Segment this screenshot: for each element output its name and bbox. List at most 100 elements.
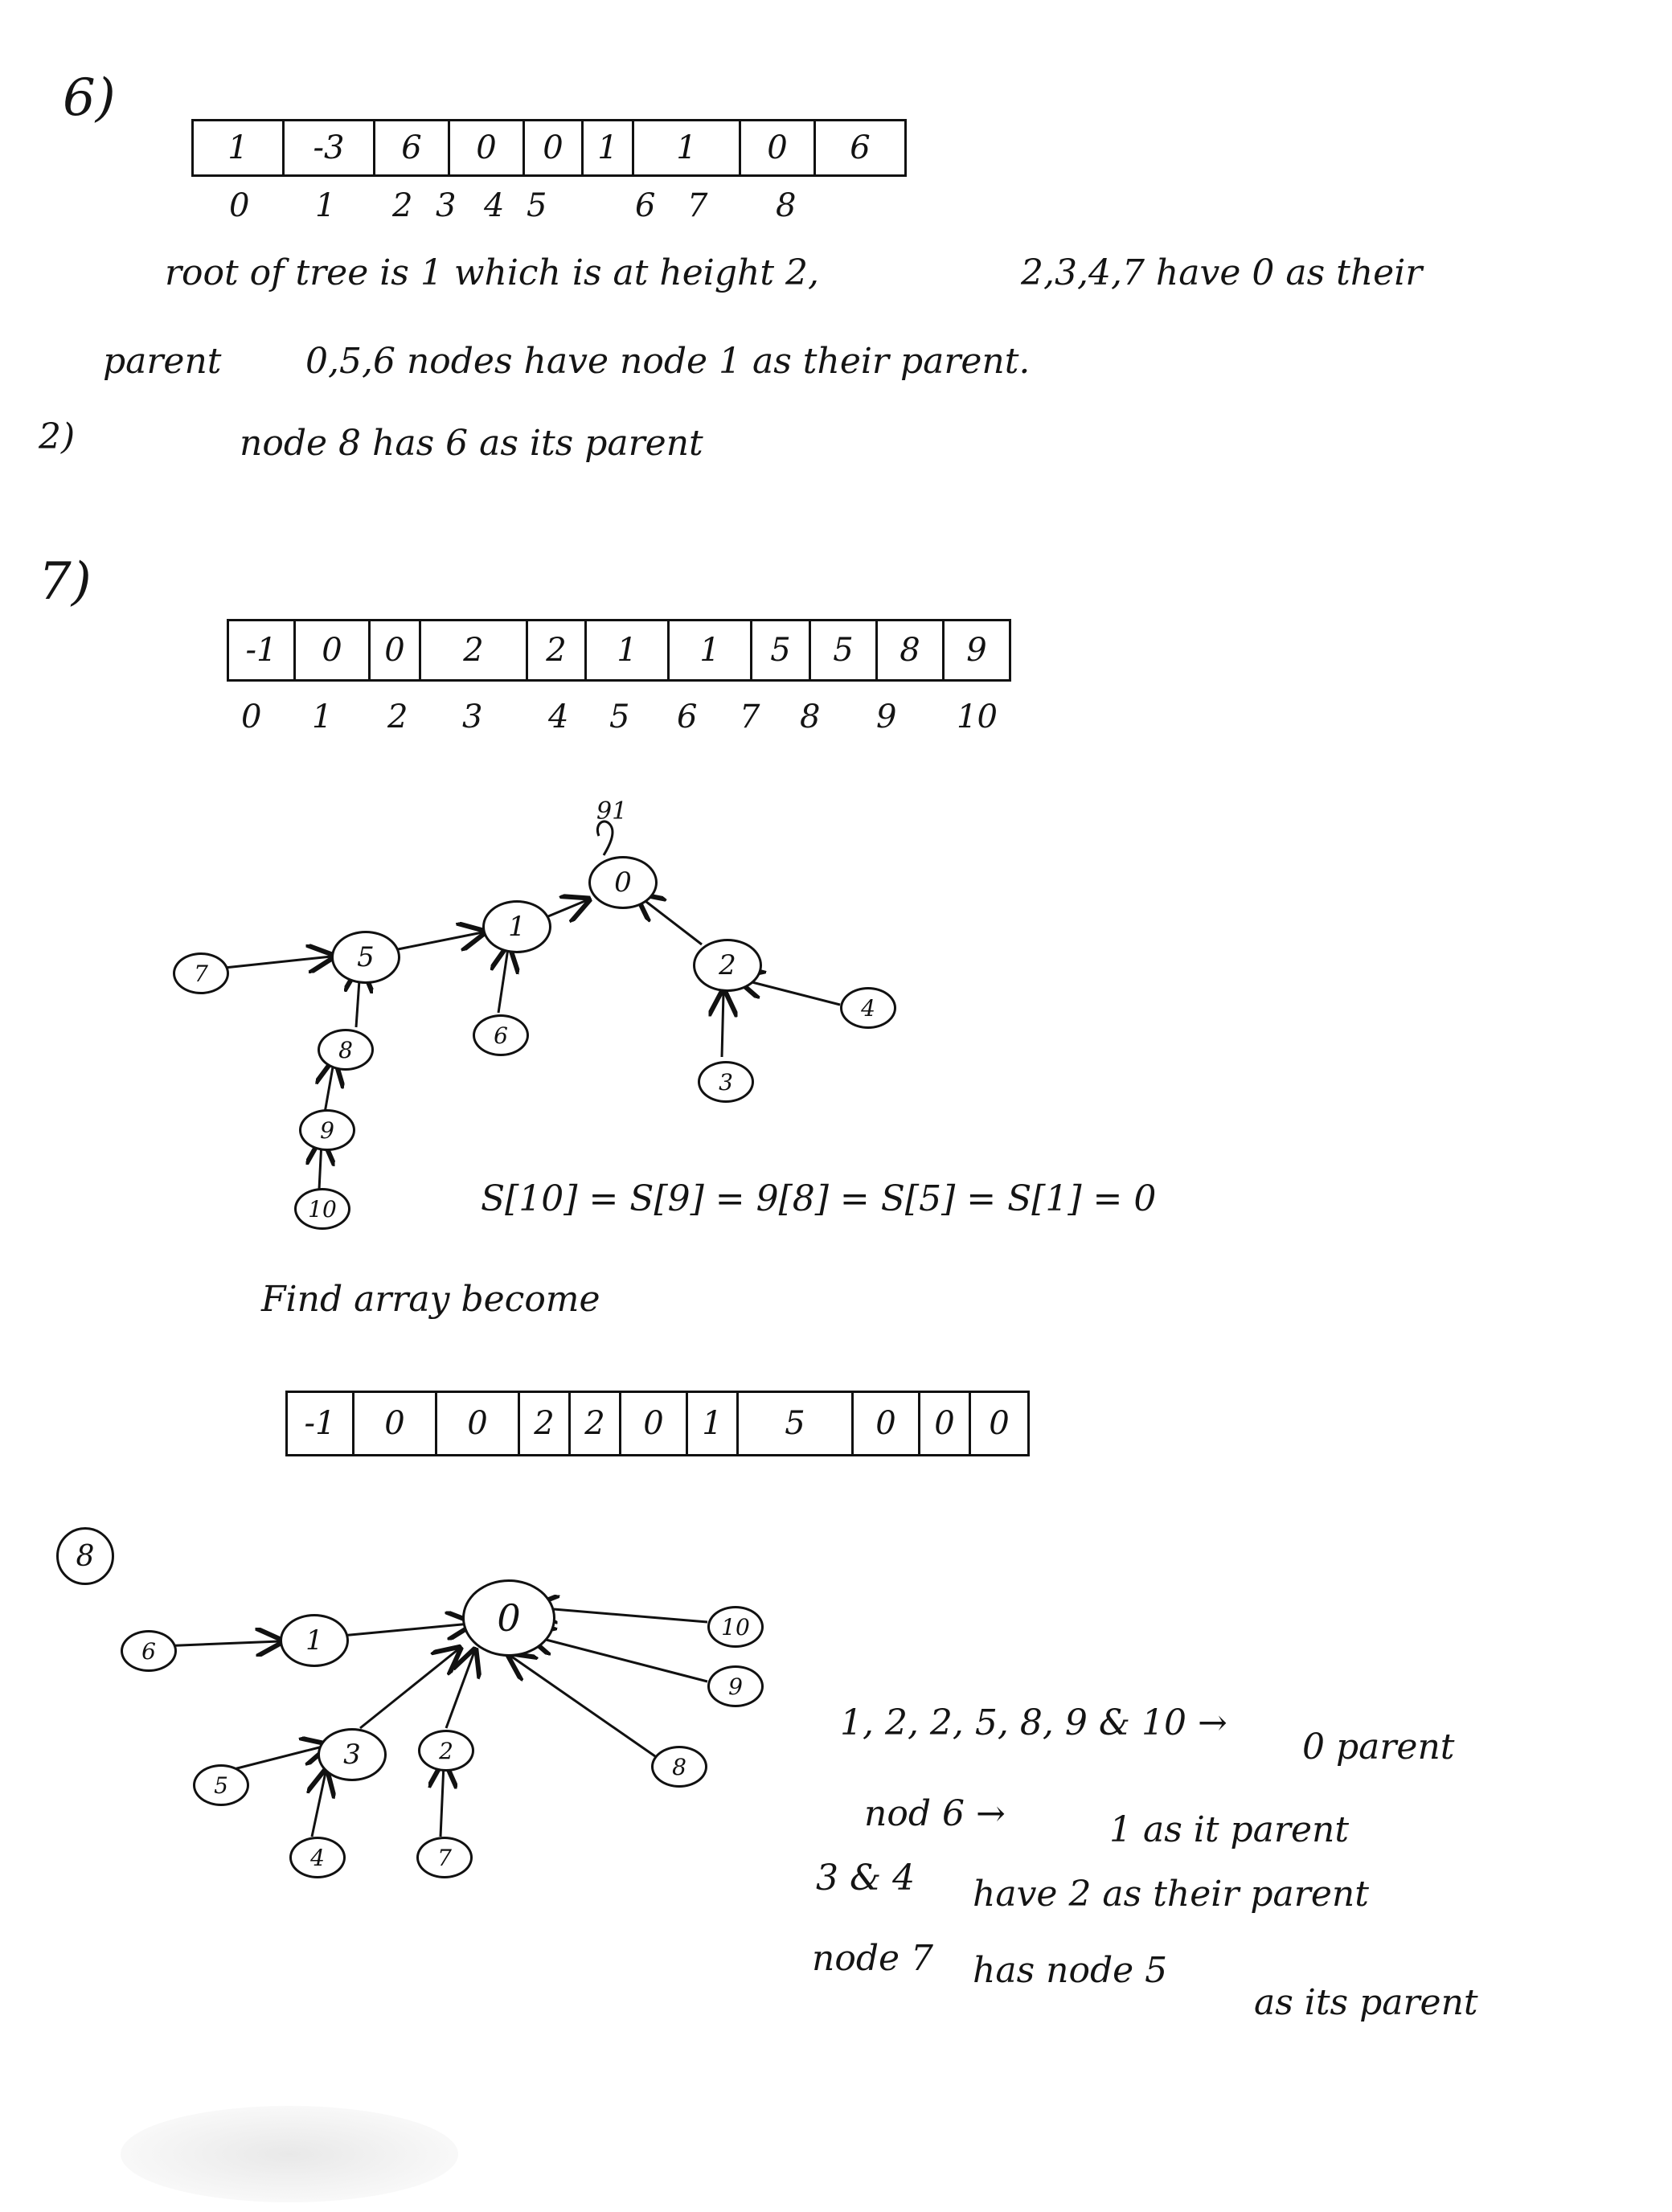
- array-cell: 0: [450, 121, 525, 174]
- array-index: 3: [436, 187, 457, 224]
- array-cell: 8: [878, 621, 945, 679]
- tree-7-node-2: 2: [693, 939, 762, 992]
- array-cell: 0: [354, 1393, 437, 1454]
- tree-8-node-8: 8: [651, 1746, 707, 1788]
- tree-8-node-4: 4: [289, 1837, 346, 1878]
- array-index: 8: [776, 187, 797, 224]
- root-mark: [596, 820, 614, 856]
- final-array: -1 0 0 2 2 0 1 5 0 0 0: [285, 1391, 1030, 1456]
- edge-3-to-2: [722, 993, 723, 1058]
- array-index: 0: [229, 187, 250, 224]
- array-index: 1: [312, 698, 333, 735]
- edge-7-to-5: [216, 956, 331, 969]
- section-6-line-1b: 2,3,4,7 have 0 as their: [1021, 252, 1423, 293]
- tree-7-node-5: 5: [331, 931, 400, 984]
- find-path-equation: S[10] = S[9] = 9[8] = S[5] = S[1] = 0: [481, 1178, 1157, 1219]
- tree-7-node-3: 3: [698, 1061, 754, 1103]
- array-cell: 5: [811, 621, 878, 679]
- edge-6-to-1: [160, 1641, 280, 1646]
- array-cell: 5: [739, 1393, 854, 1454]
- edge-4-to-2: [740, 979, 841, 1006]
- array-index: 1: [315, 187, 336, 224]
- section-6-line-2a: parent: [103, 341, 222, 382]
- section-6-line-3: node 8 has 6 as its parent: [240, 423, 703, 464]
- array-index: 2: [387, 698, 408, 735]
- section-6-array: 1 -3 6 0 0 1 1 0 6: [191, 119, 907, 177]
- tree-8-node-0: 0: [462, 1579, 555, 1657]
- array-cell: 1: [584, 121, 634, 174]
- array-cell: -3: [285, 121, 375, 174]
- tree-7-node-1: 1: [482, 900, 551, 953]
- array-cell: 1: [194, 121, 285, 174]
- section-8-note-4a: node 7: [812, 1938, 934, 1979]
- array-cell: 2: [571, 1393, 621, 1454]
- array-cell: 0: [989, 1405, 1010, 1442]
- tree-7-node-4: 4: [840, 987, 896, 1029]
- section-8-note-1b: 0 parent: [1302, 1727, 1455, 1768]
- edge-1-to-0: [341, 1624, 470, 1636]
- tree-7-node-6: 6: [473, 1014, 529, 1056]
- array-index: 9: [876, 698, 897, 735]
- array-index: 4: [484, 187, 505, 224]
- array-cell: 0: [437, 1393, 520, 1454]
- edge-2-to-0: [445, 1652, 474, 1729]
- section-7-number: 7): [39, 552, 92, 612]
- array-index: 5: [609, 698, 630, 735]
- edge-7-to-2: [441, 1764, 444, 1837]
- array-index: 5: [527, 187, 547, 224]
- array-index: 6: [635, 187, 656, 224]
- array-cell: -1: [288, 1393, 354, 1454]
- array-cell: 5: [752, 621, 811, 679]
- array-index: 6: [677, 698, 698, 735]
- tree-7-node-8: 8: [318, 1029, 374, 1071]
- tree-8-node-6: 6: [121, 1630, 177, 1672]
- array-index: 7: [687, 187, 708, 224]
- tree-8-node-5: 5: [193, 1764, 249, 1806]
- tree-7-node-0: 0: [588, 856, 658, 909]
- section-8-note-4b: has node 5: [973, 1950, 1168, 1991]
- array-cell: 1: [587, 621, 670, 679]
- array-cell: 0: [621, 1393, 688, 1454]
- tree-8-node-7: 7: [416, 1837, 473, 1878]
- edge-10-to-0: [535, 1608, 708, 1622]
- edge-3-to-0: [359, 1649, 458, 1730]
- section-8-note-1a: 1, 2, 2, 5, 8, 9 & 10 →: [840, 1702, 1227, 1743]
- tree-7-node-10: 10: [294, 1188, 350, 1230]
- array-index: 8: [800, 698, 821, 735]
- section-7-array: -1 0 0 2 2 1 1 5 5 8 9: [227, 619, 1011, 682]
- edge-6-to-1: [498, 948, 508, 1014]
- array-cell: 0: [741, 121, 816, 174]
- section-8-note-2b: 1 as it parent: [1109, 1809, 1350, 1850]
- edge-5-to-1: [389, 932, 482, 952]
- section-8-note-3a: 3 & 4: [816, 1858, 916, 1899]
- section-8-note-4c: as its parent: [1254, 1982, 1478, 2023]
- section-8-note-3b: have 2 as their parent: [973, 1874, 1369, 1915]
- array-cell: 0: [854, 1393, 920, 1454]
- section-6-line-1a: root of tree is 1 which is at height 2,: [165, 252, 820, 293]
- array-cell: 1: [688, 1393, 739, 1454]
- edge-8-to-0: [510, 1656, 656, 1758]
- edge-9-to-8: [324, 1063, 334, 1118]
- array-cell: 0: [371, 621, 421, 679]
- array-cell: 2: [528, 621, 587, 679]
- edge-2-to-0: [639, 896, 703, 946]
- tree-8-node-3: 3: [318, 1728, 387, 1781]
- find-array-label: Find array become: [261, 1279, 600, 1320]
- array-index: 0: [241, 698, 262, 735]
- tree-8-node-1: 1: [280, 1614, 349, 1667]
- array-cell: 2: [520, 1393, 571, 1454]
- margin-mark: 2): [39, 416, 76, 457]
- section-8-number: 8: [56, 1527, 114, 1585]
- array-cell: -1: [229, 621, 296, 679]
- edge-4-to-3: [312, 1772, 326, 1837]
- tree-7-node-7: 7: [173, 952, 229, 994]
- edge-9-to-0: [531, 1636, 708, 1683]
- array-cell: 1: [634, 121, 741, 174]
- array-cell: 0: [920, 1393, 971, 1454]
- tree-7-node-9: 9: [299, 1109, 355, 1151]
- tree-8-node-10: 10: [707, 1606, 764, 1648]
- array-index: 10: [957, 698, 998, 735]
- array-cell: 9: [966, 632, 987, 669]
